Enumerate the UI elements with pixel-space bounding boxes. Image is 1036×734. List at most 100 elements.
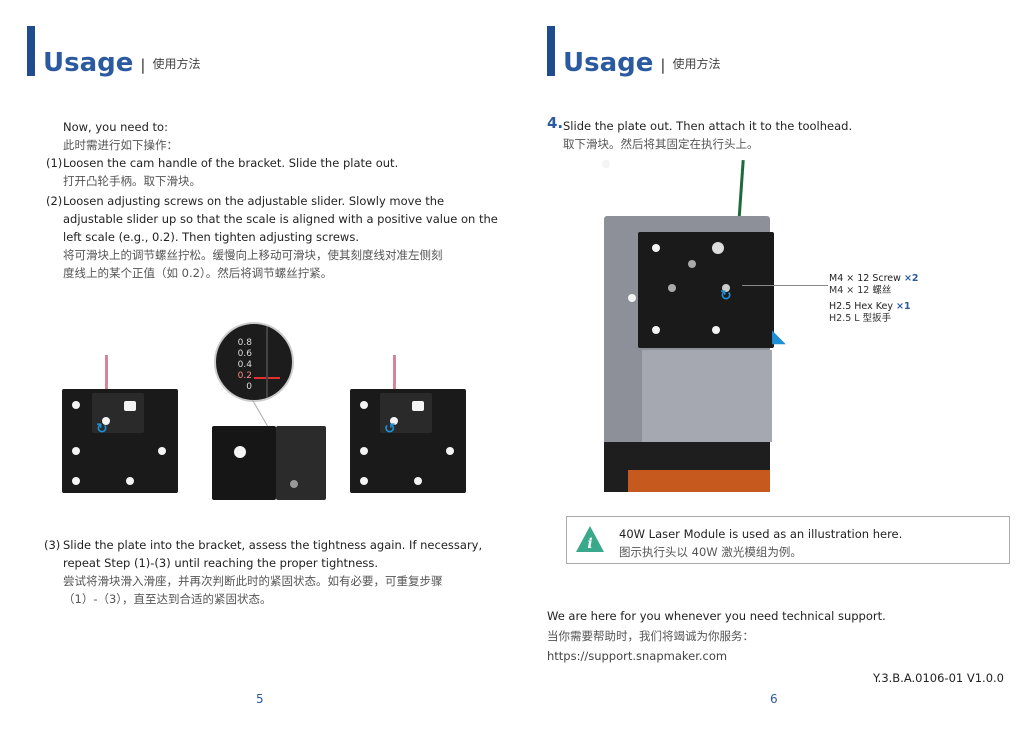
callout-key-en: H2.5 Hex Key [829, 301, 893, 312]
info-icon: i [576, 526, 604, 552]
figure-plate-loosen: ↻ [62, 355, 180, 495]
plate-hole [360, 477, 368, 485]
screw-head [290, 480, 298, 488]
module-orange-strip [628, 470, 770, 492]
note-box: i 40W Laser Module is used as an illustr… [566, 516, 1010, 564]
scale-label: 0.4 [237, 360, 252, 370]
plate-hole [652, 326, 660, 334]
step-3-cn-line2: （1）-（3），直至达到合适的紧固状态。 [63, 592, 272, 606]
scale-label: 0.8 [237, 338, 252, 348]
heading-bar [547, 26, 555, 76]
intro-cn: 此时需进行如下操作： [63, 138, 178, 152]
intro-en: Now, you need to: [63, 120, 168, 134]
plate-hole [72, 401, 80, 409]
scale-labels: 0.8 0.6 0.4 0.2 0 [234, 338, 252, 393]
step-3-number: (3) [44, 538, 61, 552]
callout-parts: M4 × 12 Screw ×2 M4 × 12 螺丝 H2.5 Hex Key… [829, 273, 919, 325]
screw-head [102, 417, 110, 425]
figure-plate-tighten: ↺ [350, 355, 468, 495]
right-page-heading: Usage | 使用方法 [547, 26, 720, 76]
step-2-en-line2: adjustable slider up so that the scale i… [63, 212, 498, 226]
heading-subtitle: 使用方法 [672, 57, 721, 71]
module-rail [642, 350, 772, 442]
step-2-number: (2) [46, 194, 63, 208]
support-cn: 当你需要帮助时，我们将竭诚为你服务： [547, 629, 754, 643]
document-version: Y.3.B.A.0106-01 V1.0.0 [872, 671, 1004, 685]
plate-hole [712, 326, 720, 334]
plate-hole [652, 244, 660, 252]
left-page: Usage | 使用方法 Now, you need to: 此时需进行如下操作… [27, 26, 498, 706]
heading-title: Usage [563, 48, 654, 78]
scale-magnifier: 0.8 0.6 0.4 0.2 0 [214, 322, 294, 402]
callout-key-cn: H2.5 L 型扳手 [829, 313, 892, 324]
rotate-arrow-icon: ↺ [384, 421, 396, 437]
plate-hole [602, 160, 610, 168]
callout-leader-line [742, 285, 828, 286]
figure-scale-closeup: 0.8 0.6 0.4 0.2 0 [212, 320, 328, 502]
plate-hole [628, 294, 636, 302]
screw-head [668, 284, 676, 292]
plate-hole [72, 477, 80, 485]
step-3-en-line1: Slide the plate into the bracket, assess… [63, 538, 483, 552]
screw-head [688, 260, 696, 268]
right-page: Usage | 使用方法 4. Slide the plate out. The… [518, 0, 1036, 734]
page-number-left: 5 [256, 692, 264, 706]
page-number-right: 6 [770, 692, 778, 706]
heading-bar [27, 26, 35, 76]
scale-edge [266, 324, 268, 400]
plate-hole [360, 401, 368, 409]
plate-hole [412, 401, 424, 411]
step-2-text: Loosen adjusting screws on the adjustabl… [63, 192, 498, 282]
intro-text: Now, you need to: 此时需进行如下操作： [63, 118, 178, 154]
plate-hole [126, 477, 134, 485]
step-1-en: Loosen the cam handle of the bracket. Sl… [63, 156, 399, 170]
step-4-en: Slide the plate out. Then attach it to t… [563, 119, 853, 133]
step-2-en-line1: Loosen adjusting screws on the adjustabl… [63, 194, 445, 208]
plate-hole [712, 242, 724, 254]
left-page-heading: Usage | 使用方法 [27, 26, 200, 76]
heading-title: Usage [43, 48, 134, 78]
plate-hole [360, 447, 368, 455]
plate-hole [158, 447, 166, 455]
step-2-cn-line2: 度线上的某个正值（如 0.2）。然后将调节螺丝拧紧。 [63, 266, 333, 280]
note-cn: 图示执行头以 40W 激光模组为例。 [619, 545, 802, 559]
plate-hole [124, 401, 136, 411]
rotate-arrow-icon: ↻ [720, 288, 732, 304]
callout-screw-qty: ×2 [903, 273, 919, 284]
step-3-en-line2: repeat Step (1)-(3) until reaching the p… [63, 556, 379, 570]
support-link[interactable]: https://support.snapmaker.com [547, 649, 728, 663]
step-3-text: Slide the plate into the bracket, assess… [63, 536, 482, 608]
slider-block [380, 393, 432, 433]
callout-screw-cn: M4 × 12 螺丝 [829, 285, 892, 296]
step-4-text: Slide the plate out. Then attach it to t… [563, 117, 852, 153]
screw-head [390, 417, 398, 425]
figure-toolhead-attach: ↻ ◣ [602, 160, 802, 494]
callout-screw-en: M4 × 12 Screw [829, 273, 901, 284]
support-text: We are here for you whenever you need te… [547, 606, 886, 666]
step-4-cn: 取下滑块。然后将其固定在执行头上。 [563, 137, 759, 151]
slider-block [92, 393, 144, 433]
plate-hole [414, 477, 422, 485]
screw-head [722, 284, 730, 292]
svg-text:i: i [587, 536, 592, 552]
plate-hole [446, 447, 454, 455]
step-2-en-line3: left scale (e.g., 0.2). Then tighten adj… [63, 230, 359, 244]
callout-key-qty: ×1 [896, 301, 911, 312]
hex-key-icon: ◣ [772, 326, 786, 347]
note-text: 40W Laser Module is used as an illustrat… [619, 525, 902, 561]
heading-subtitle: 使用方法 [152, 57, 201, 71]
scale-label-highlight: 0.2 [237, 371, 252, 381]
step-1-cn: 打开凸轮手柄。取下滑块。 [63, 174, 201, 188]
scale-label: 0 [246, 382, 252, 392]
leader-line [252, 399, 268, 427]
scale-label: 0.6 [237, 349, 252, 359]
rotate-arrow-icon: ↻ [96, 421, 108, 437]
plate-hole [234, 446, 246, 458]
note-en: 40W Laser Module is used as an illustrat… [619, 527, 903, 541]
bracket-body [212, 426, 276, 500]
support-en: We are here for you whenever you need te… [547, 609, 886, 623]
step-1-text: Loosen the cam handle of the bracket. Sl… [63, 154, 398, 190]
slider-body [276, 426, 326, 500]
heading-separator: | [140, 56, 146, 74]
mounting-plate [638, 232, 774, 348]
